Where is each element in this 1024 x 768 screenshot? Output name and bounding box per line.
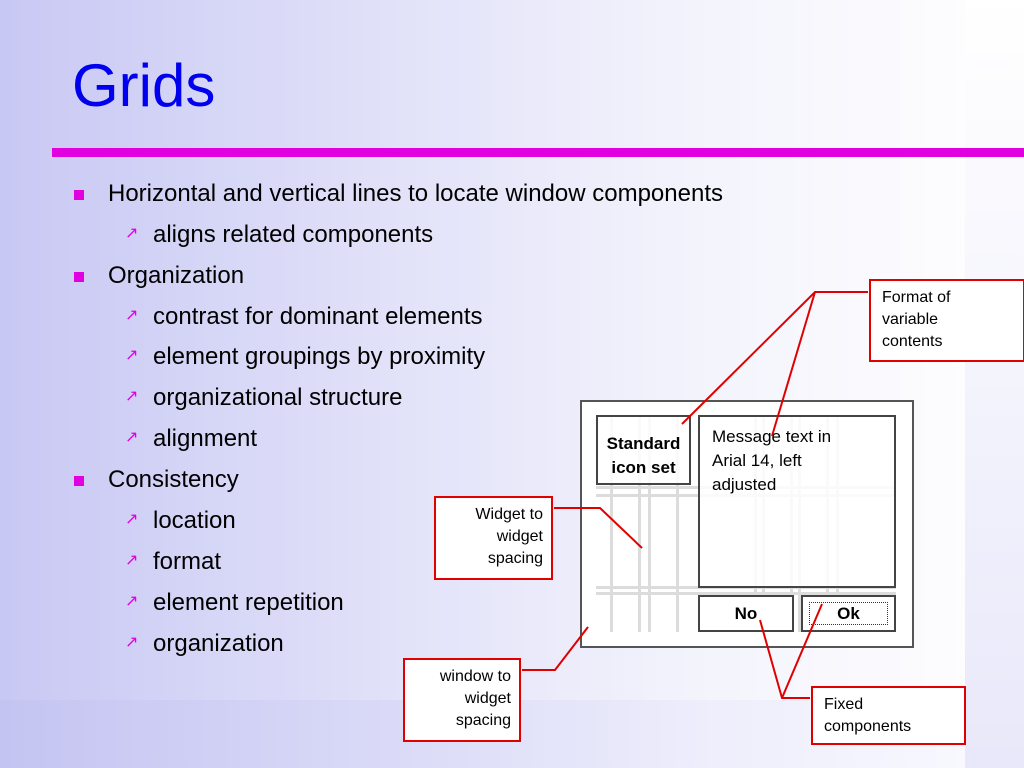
arrow-bullet-icon: ↗: [125, 388, 139, 405]
sub-bullet-text: organization: [153, 630, 284, 657]
callout-line: Fixed: [824, 696, 864, 713]
bullet-item: Consistency: [74, 466, 239, 493]
leader-line-to-icon-set: [681, 291, 868, 425]
grid-line: [648, 415, 651, 632]
sub-bullet-item: ↗ contrast for dominant elements: [125, 303, 483, 330]
square-bullet-icon: [74, 272, 84, 282]
callout-line: spacing: [487, 550, 543, 567]
sub-bullet-item: ↗ aligns related components: [125, 221, 434, 248]
arrow-bullet-icon: ↗: [125, 593, 139, 610]
leader-line-to-message: [771, 291, 816, 437]
bullet-item: Horizontal and vertical lines to locate …: [74, 180, 723, 207]
sub-bullet-text: organizational structure: [153, 384, 403, 411]
sub-bullet-item: ↗ organization: [125, 630, 284, 657]
callout-line: spacing: [455, 712, 511, 729]
callout-line: Widget to: [475, 506, 543, 523]
grid-line: [596, 592, 896, 595]
callout-line: contents: [882, 333, 943, 350]
leader-line-to-no-button: [759, 619, 810, 699]
sub-bullet-text: location: [153, 507, 236, 534]
callout-line: Format of: [882, 289, 951, 306]
message-text-box: Message text in Arial 14, left adjusted: [698, 415, 896, 588]
sub-bullet-item: ↗ format: [125, 548, 222, 575]
sub-bullet-text: alignment: [153, 425, 258, 452]
callout-line: window to: [439, 668, 511, 685]
message-line: adjusted: [712, 475, 777, 494]
leader-line-window-spacing: [522, 626, 589, 671]
square-bullet-icon: [74, 476, 84, 486]
grid-line: [638, 415, 641, 632]
focus-ring: [809, 602, 888, 625]
bullet-text: Consistency: [108, 466, 239, 493]
square-bullet-icon: [74, 190, 84, 200]
sub-bullet-item: ↗ alignment: [125, 425, 258, 452]
sub-bullet-text: contrast for dominant elements: [153, 303, 483, 330]
sub-bullet-item: ↗ organizational structure: [125, 384, 403, 411]
message-line: Message text in: [712, 427, 832, 446]
arrow-bullet-icon: ↗: [125, 307, 139, 324]
sub-bullet-item: ↗ location: [125, 507, 236, 534]
arrow-bullet-icon: ↗: [125, 225, 139, 242]
grid-line: [676, 415, 679, 632]
leader-line-to-ok-button: [781, 603, 823, 699]
leader-line-widget-spacing: [554, 507, 643, 549]
arrow-bullet-icon: ↗: [125, 429, 139, 446]
sub-bullet-text: format: [153, 548, 222, 575]
sub-bullet-text: element groupings by proximity: [153, 343, 486, 370]
arrow-bullet-icon: ↗: [125, 347, 139, 364]
icon-set-label-line: icon set: [611, 458, 676, 477]
callout-window-to-widget-spacing: window to widget spacing: [403, 658, 521, 742]
callout-format-of-variable-contents: Format of variable contents: [869, 279, 1024, 362]
ok-button: Ok: [801, 595, 896, 632]
callout-widget-to-widget-spacing: Widget to widget spacing: [434, 496, 553, 580]
sub-bullet-text: element repetition: [153, 589, 344, 616]
sub-bullet-item: ↗ element groupings by proximity: [125, 343, 486, 370]
sub-bullet-item: ↗ element repetition: [125, 589, 344, 616]
arrow-bullet-icon: ↗: [125, 552, 139, 569]
arrow-bullet-icon: ↗: [125, 511, 139, 528]
callout-line: widget: [496, 528, 543, 545]
message-line: Arial 14, left: [712, 451, 802, 470]
callout-line: variable: [882, 311, 939, 328]
title-underline: [52, 148, 1024, 157]
callout-line: widget: [464, 690, 511, 707]
bullet-text: Horizontal and vertical lines to locate …: [108, 180, 723, 207]
bullet-item: Organization: [74, 262, 245, 289]
callout-line: components: [824, 718, 912, 735]
sub-bullet-text: aligns related components: [153, 221, 434, 248]
no-button-label: No: [734, 603, 758, 623]
ok-button-label: Ok: [837, 603, 860, 623]
grid-line: [610, 415, 613, 632]
icon-set-label-line: Standard: [606, 434, 681, 453]
slide-title: Grids: [72, 52, 216, 119]
standard-icon-set-box: Standard icon set: [596, 415, 691, 485]
background-edge: [965, 0, 1024, 768]
arrow-bullet-icon: ↗: [125, 634, 139, 651]
callout-fixed-components: Fixed components: [811, 686, 966, 745]
bullet-text: Organization: [108, 262, 245, 289]
no-button: No: [698, 595, 794, 632]
